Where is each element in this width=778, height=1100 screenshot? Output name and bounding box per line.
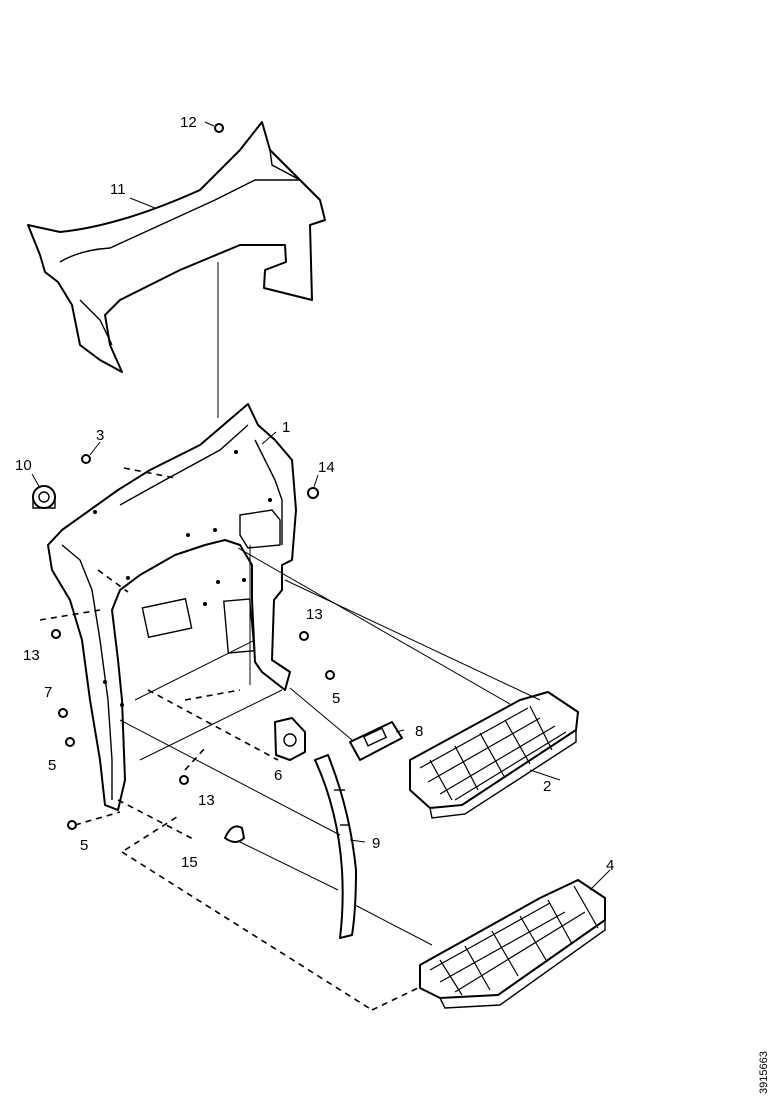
callout-7: 7 — [44, 684, 52, 701]
fastener-7 — [58, 708, 68, 718]
callout-13-right: 13 — [306, 606, 323, 623]
part-6-clamp — [274, 717, 306, 761]
fastener-5-right — [325, 670, 335, 680]
callout-8: 8 — [415, 723, 423, 740]
part-2-upper-step — [409, 691, 579, 819]
part-10-connector — [32, 485, 56, 509]
callout-11: 11 — [110, 181, 126, 198]
callout-6: 6 — [274, 767, 282, 784]
callout-1: 1 — [282, 419, 290, 436]
drawing-reference: 3915663 — [758, 1051, 770, 1094]
fastener-13-right — [299, 631, 309, 641]
part-12-screw — [204, 121, 224, 133]
fastener-13-lower — [179, 775, 189, 785]
callout-5-right: 5 — [332, 690, 340, 707]
fastener-5-bottom — [67, 820, 77, 830]
part-15-grommet — [223, 825, 246, 843]
part-8-pad — [349, 721, 403, 761]
callout-5-left: 5 — [48, 757, 56, 774]
callout-13-left: 13 — [23, 647, 40, 664]
callout-13-lower: 13 — [198, 792, 215, 809]
callout-12: 12 — [180, 114, 197, 131]
callout-5-bottom: 5 — [80, 837, 88, 854]
fastener-3 — [81, 454, 91, 464]
part-11-upper-cover — [27, 121, 326, 373]
callout-2: 2 — [543, 778, 551, 795]
part-4-lower-step — [419, 879, 606, 1009]
fastener-14 — [307, 487, 319, 499]
part-9-strip — [314, 754, 357, 939]
callout-4: 4 — [606, 857, 614, 874]
callout-10: 10 — [15, 457, 32, 474]
callout-3: 3 — [96, 427, 104, 444]
fastener-5-left — [65, 737, 75, 747]
assembly-lines — [39, 467, 541, 1011]
callout-leaders — [31, 197, 611, 891]
callouts: 12 11 1 3 10 14 13 13 5 7 8 5 6 2 13 5 9… — [15, 114, 614, 874]
part-1-main-bracket — [47, 403, 297, 811]
fastener-13-upper — [51, 629, 61, 639]
callout-9: 9 — [372, 835, 380, 852]
callout-15: 15 — [181, 854, 198, 871]
callout-14: 14 — [318, 459, 335, 476]
fasteners — [51, 454, 335, 843]
